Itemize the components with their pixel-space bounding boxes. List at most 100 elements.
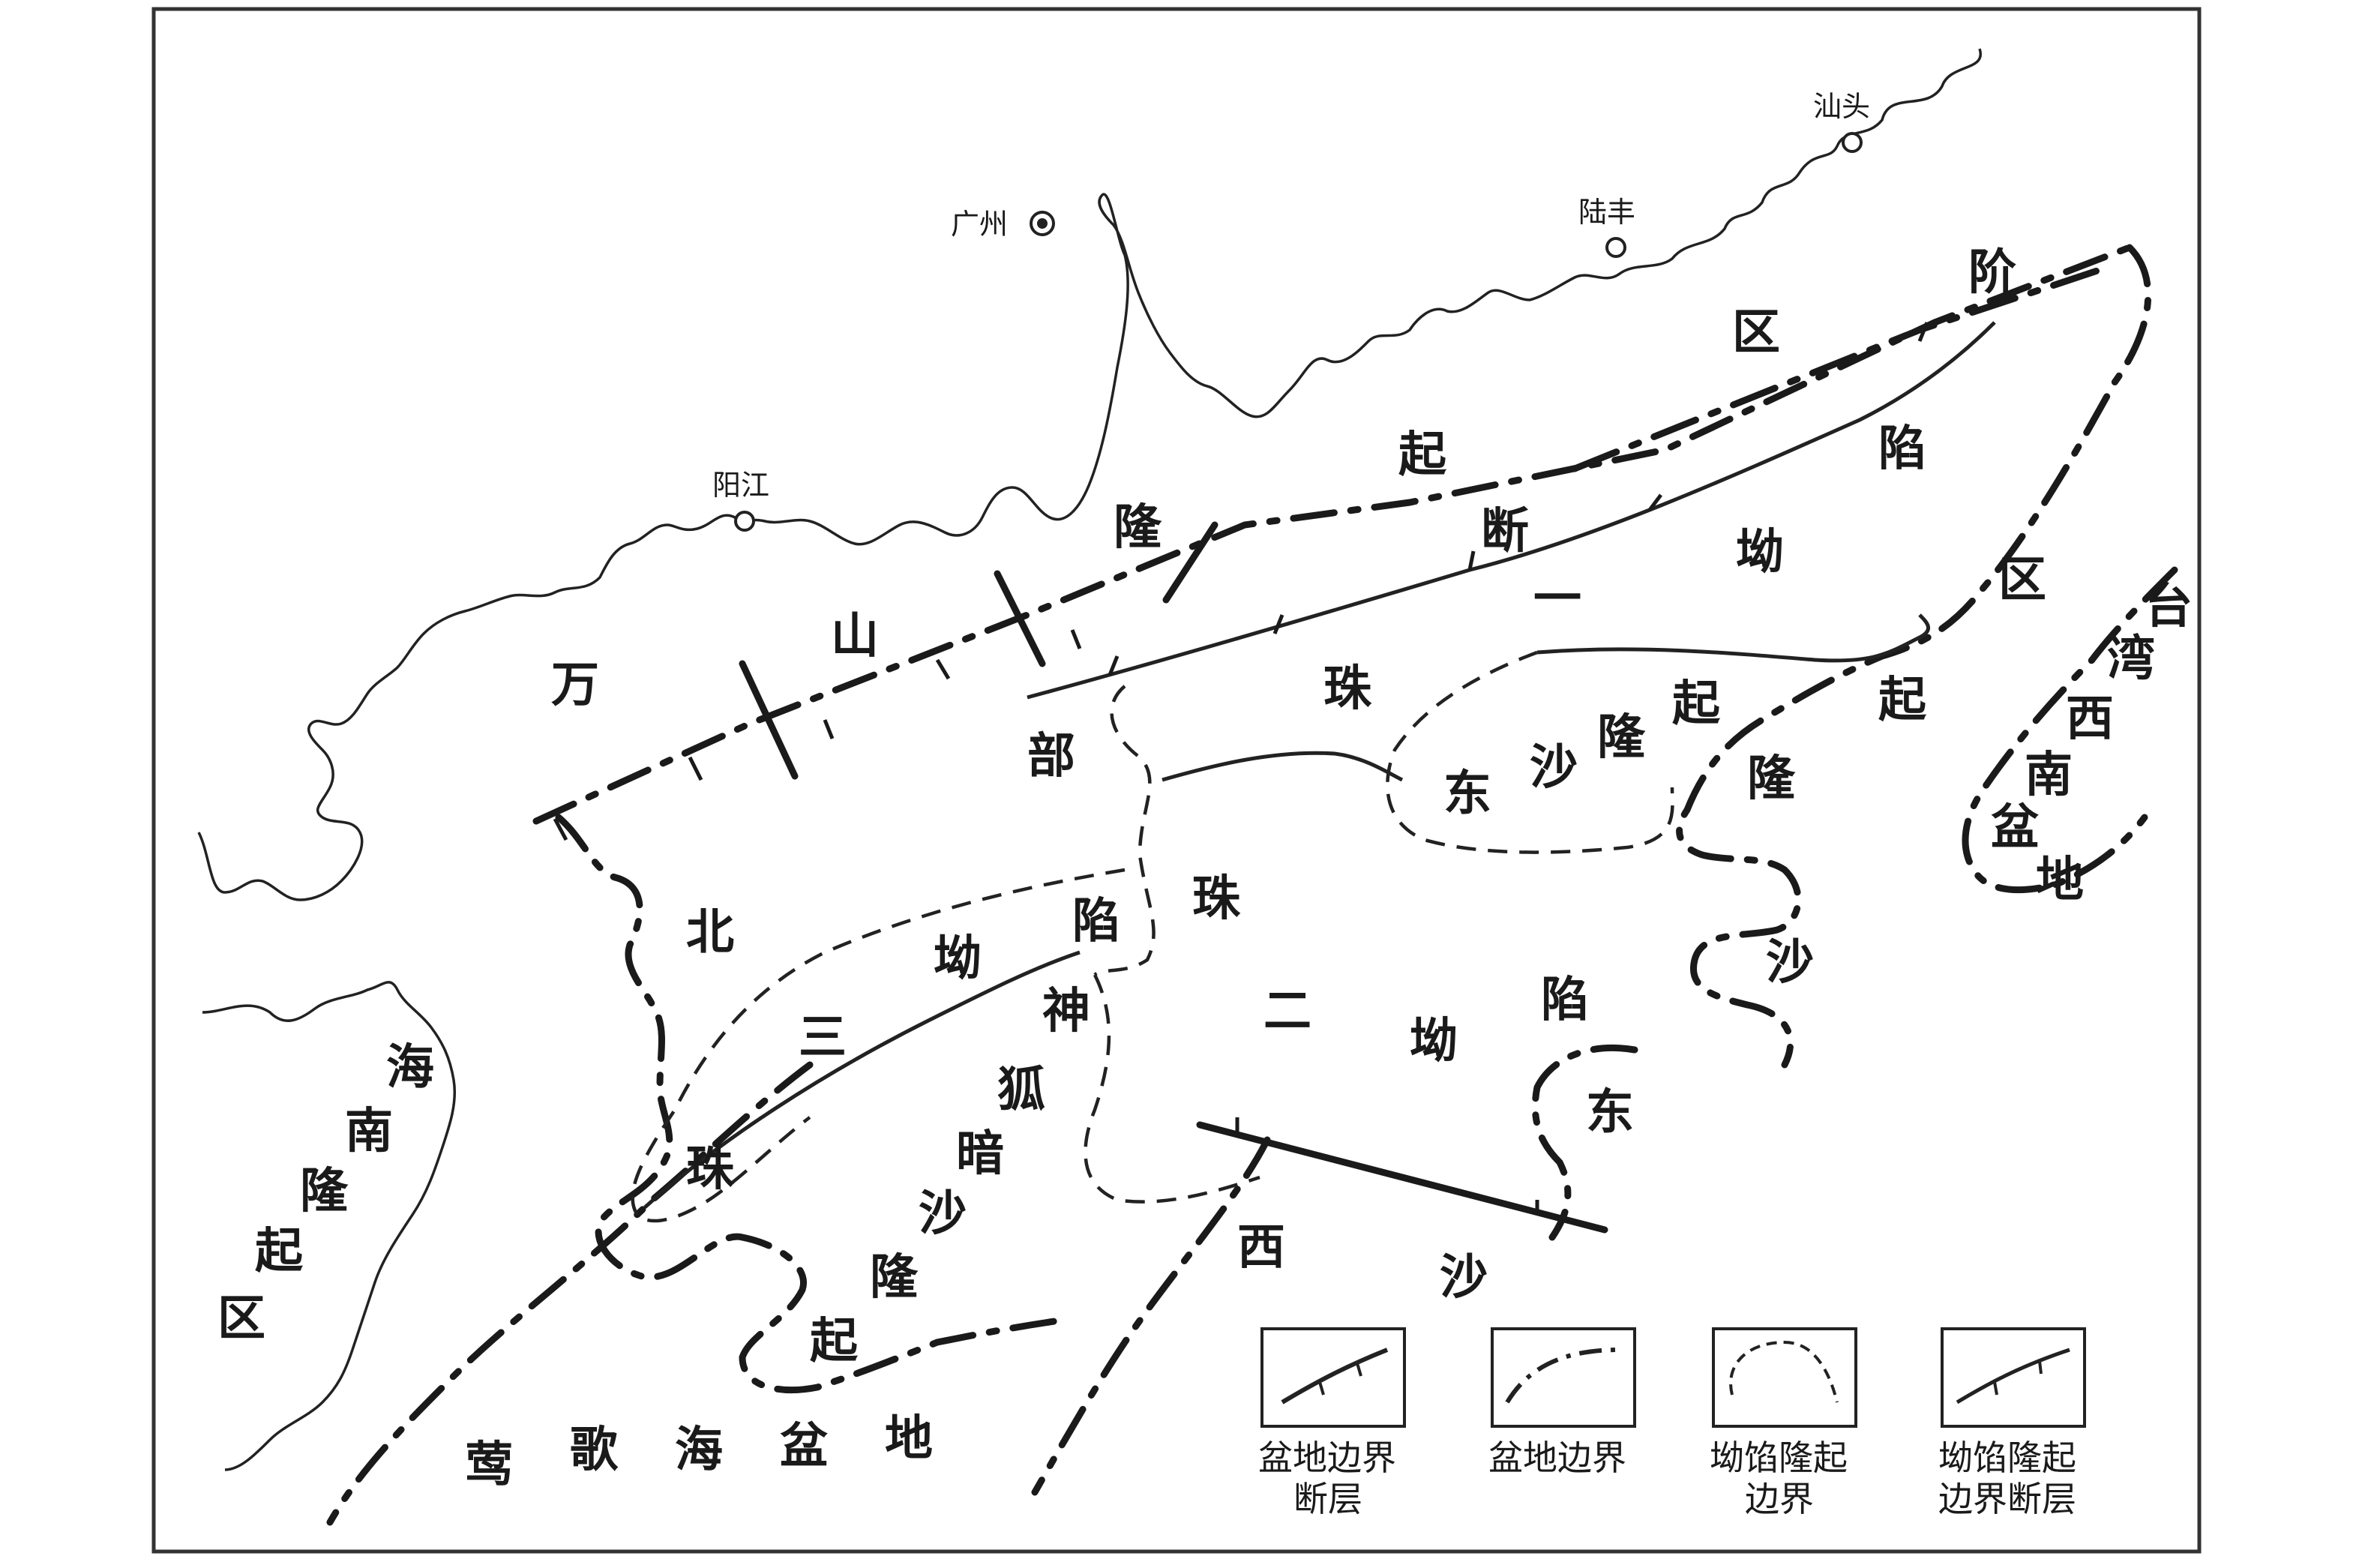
city-label-yangjiang: 阳江 (712, 469, 769, 502)
basin-boundary-fault-west (739, 521, 1218, 780)
svg-text:盆地边界: 盆地边界 (1258, 1438, 1396, 1478)
svg-text:西: 西 (1237, 1220, 1285, 1276)
shenhu-boundary (1084, 973, 1260, 1204)
city-dot-icon (734, 511, 755, 532)
svg-text:北: 北 (686, 905, 734, 961)
label-zhu3-depression: 三 坳 珠 (686, 931, 982, 1197)
legend-item-basin-boundary-fault: 盆地边界 断层 (1258, 1327, 1406, 1519)
svg-text:山: 山 (831, 609, 879, 664)
city-guangzhou: 广州 (951, 208, 1055, 241)
label-hainan-uplift: 海 南 隆 起 区 (217, 1040, 434, 1347)
label-dongsha-uplift: 东 沙 隆 起 (1443, 676, 1721, 822)
svg-text:台: 台 (2145, 579, 2193, 634)
svg-text:边界断层: 边界断层 (1938, 1479, 2076, 1519)
legend: 盆地边界 断层 盆地边界 坳馅隆起 边界 坳馅隆起 边界断层 (1258, 1327, 2086, 1519)
basin-boundary-se (1031, 1136, 1271, 1496)
svg-text:西: 西 (2066, 691, 2114, 747)
city-dot-icon (1842, 132, 1863, 153)
svg-text:隆: 隆 (1597, 710, 1646, 766)
zhu3-fault (643, 950, 1081, 1209)
basin-boundary-north (532, 244, 2133, 825)
zhu3-depression-outline (631, 868, 1126, 1223)
svg-text:起: 起 (1398, 427, 1447, 483)
svg-text:阶: 阶 (1968, 245, 2016, 301)
svg-text:区: 区 (1732, 305, 1780, 361)
svg-text:沙: 沙 (1766, 935, 1814, 991)
label-shenhu-ansha-uplift: 神 狐 暗 沙 隆 起 (810, 984, 1090, 1369)
svg-text:隆: 隆 (1114, 500, 1162, 556)
svg-text:莺: 莺 (465, 1438, 513, 1493)
zhu1-depression-boundary (1536, 613, 1930, 663)
svg-text:万: 万 (551, 658, 599, 713)
svg-text:隆: 隆 (300, 1164, 349, 1219)
svg-text:南: 南 (2025, 748, 2073, 803)
svg-text:起: 起 (810, 1314, 859, 1369)
svg-text:珠: 珠 (1192, 871, 1241, 927)
svg-text:坳: 坳 (1736, 525, 1784, 580)
city-lufeng: 陆丰 (1578, 196, 1635, 258)
svg-text:起: 起 (1672, 676, 1721, 732)
svg-text:部: 部 (1027, 729, 1075, 784)
capital-icon (1030, 211, 1055, 236)
label-xisha: 西 沙 (1237, 1220, 1488, 1306)
svg-text:二: 二 (1263, 984, 1311, 1039)
label-north-step-zone: 区 阶 (1732, 245, 2016, 361)
step-fault-inner (1027, 321, 1996, 700)
svg-text:狐: 狐 (997, 1063, 1045, 1118)
svg-text:沙: 沙 (1440, 1250, 1488, 1306)
basin-boundary-dongsha-east (1531, 1044, 1638, 1241)
legend-item-basin-boundary: 盆地边界 (1488, 1327, 1636, 1478)
city-label-lufeng: 陆丰 (1578, 196, 1635, 229)
legend-item-depression-uplift-boundary: 坳馅隆起 边界 (1710, 1327, 1857, 1519)
dongsha-uplift-outline (1386, 650, 1674, 854)
capital-dot-icon (1037, 218, 1048, 229)
city-shantou: 汕头 (1813, 90, 1870, 153)
svg-text:神: 神 (1042, 984, 1090, 1039)
step-fault-north (1571, 266, 2103, 472)
svg-text:地: 地 (885, 1411, 933, 1467)
map-frame (151, 7, 2202, 1554)
svg-text:沙: 沙 (919, 1186, 967, 1242)
svg-text:一: 一 (1533, 571, 1581, 627)
svg-text:断层: 断层 (1293, 1479, 1362, 1519)
svg-text:起: 起 (255, 1224, 304, 1279)
fault-ticks (553, 629, 1539, 1215)
svg-text:三: 三 (799, 1010, 847, 1066)
svg-text:海: 海 (386, 1040, 434, 1096)
legend-item-depression-uplift-boundary-fault: 坳馅隆起 边界断层 (1938, 1327, 2086, 1519)
svg-text:歌: 歌 (570, 1423, 619, 1478)
svg-text:盆: 盆 (1991, 800, 2039, 856)
zhu2-north-boundary (1162, 751, 1404, 782)
svg-text:海: 海 (675, 1423, 723, 1478)
svg-text:珠: 珠 (686, 1141, 735, 1197)
svg-text:区: 区 (217, 1291, 265, 1347)
label-beibu-zhu2: 部 北 珠 陷 (686, 729, 1241, 961)
svg-text:隆: 隆 (1747, 751, 1796, 807)
hainan-coast (202, 981, 457, 1471)
svg-text:坳: 坳 (934, 931, 982, 987)
svg-text:湾: 湾 (2107, 631, 2155, 687)
svg-text:断: 断 (1481, 504, 1529, 559)
svg-text:陷: 陷 (1072, 894, 1120, 949)
step-fault-ticks (1108, 322, 1929, 676)
svg-text:区: 区 (1998, 553, 2046, 608)
svg-text:南: 南 (345, 1104, 393, 1159)
svg-text:盆: 盆 (780, 1419, 828, 1474)
svg-text:陷: 陷 (1541, 973, 1589, 1028)
svg-text:坳馅隆起: 坳馅隆起 (1710, 1438, 1848, 1478)
svg-text:陷: 陷 (1878, 421, 1926, 477)
label-wanshan-uplift: 万 山 隆 起 (551, 427, 1447, 713)
city-label-shantou: 汕头 (1813, 90, 1870, 123)
label-dongsha-uplift-outer: 起 隆 沙 东 (1586, 673, 1927, 1141)
svg-text:坳馅隆起: 坳馅隆起 (1938, 1438, 2076, 1478)
svg-text:暗: 暗 (956, 1126, 1004, 1182)
label-yinggehai-basin: 莺 歌 海 盆 地 (465, 1411, 933, 1493)
basin-boundary-south (326, 1061, 814, 1526)
label-zhu2-depression: 二 坳 陷 (1263, 973, 1589, 1069)
coastline (197, 48, 1983, 901)
basin-boundary-west (555, 814, 1069, 1394)
label-taiwan-sw-basin: 台 湾 西 南 盆 地 (1991, 579, 2193, 908)
city-dot-icon (1605, 237, 1626, 258)
svg-text:地: 地 (2036, 853, 2084, 908)
